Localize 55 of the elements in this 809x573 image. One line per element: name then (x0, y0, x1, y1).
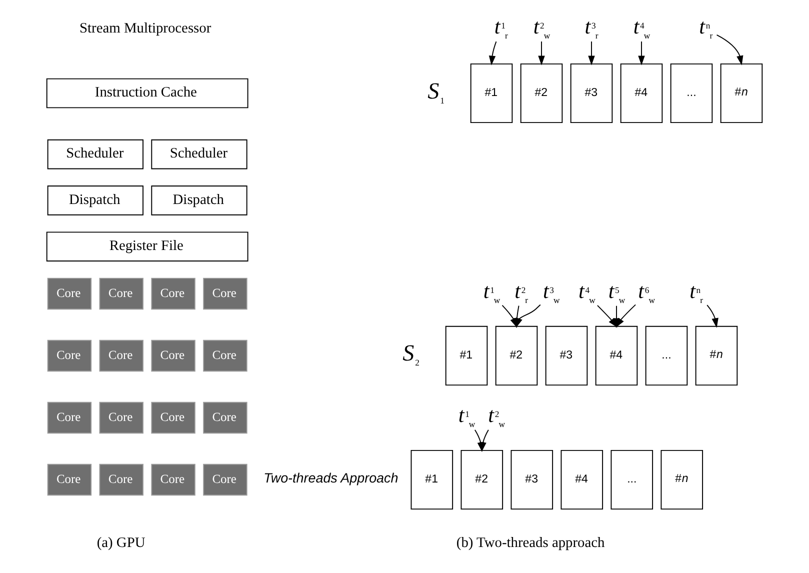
node-box: #3 (510, 450, 554, 510)
node-box: #2 (495, 326, 538, 386)
node-box: Core (47, 340, 92, 372)
arrow (638, 41, 645, 66)
node-box: ... (670, 63, 713, 124)
node-box: #n (720, 63, 763, 124)
node-box: Dispatch (151, 186, 248, 216)
node-box: Core (203, 402, 248, 434)
node-box: Core (99, 278, 144, 310)
arrow (516, 304, 541, 328)
node-box: Core (151, 464, 196, 496)
node-box: #1 (445, 326, 488, 386)
node-box: #3 (545, 326, 588, 386)
node-box: #4 (560, 450, 604, 510)
node-box: #1 (410, 450, 454, 510)
node-box: Register File (46, 232, 248, 262)
node-box: Core (151, 340, 196, 372)
node-box: Core (99, 340, 144, 372)
label: (b) Two-threads approach (456, 535, 605, 552)
node-box: Core (203, 278, 248, 310)
label: S$_{1}$ (428, 77, 444, 106)
label: (a) GPU (96, 535, 146, 552)
arrow (616, 304, 636, 328)
node-box: ... (645, 326, 688, 386)
node-box: Core (99, 464, 144, 496)
arrow (538, 41, 545, 66)
node-box: Core (47, 402, 92, 434)
label: S$_{2}$ (402, 340, 420, 368)
node-box: Scheduler (47, 139, 144, 170)
arrow (480, 429, 489, 452)
node-box: Core (151, 402, 196, 434)
node-box: Core (203, 340, 248, 372)
node-box: #n (695, 326, 738, 386)
node-box: #3 (570, 63, 613, 124)
label: Two-threads Approach (264, 470, 398, 486)
node-box: Core (47, 278, 92, 310)
node-box: Core (151, 278, 196, 310)
node-box: Dispatch (47, 186, 144, 216)
node-box: #2 (520, 63, 563, 124)
arrow (706, 304, 718, 328)
node-box: Instruction Cache (46, 78, 248, 108)
node-box: Scheduler (151, 139, 248, 170)
node-box: ... (610, 450, 654, 510)
arrow (716, 34, 744, 66)
node-box: Core (47, 464, 92, 496)
arrow (588, 41, 595, 66)
node-box: #2 (460, 450, 504, 510)
node-box: Core (99, 402, 144, 434)
node-box: #n (660, 450, 704, 510)
node-box: #4 (595, 326, 638, 386)
label: Stream Multiprocessor (80, 20, 212, 37)
arrow (488, 41, 497, 66)
node-box: #4 (620, 63, 663, 124)
node-box: #1 (470, 63, 513, 124)
node-box: Core (203, 464, 248, 496)
